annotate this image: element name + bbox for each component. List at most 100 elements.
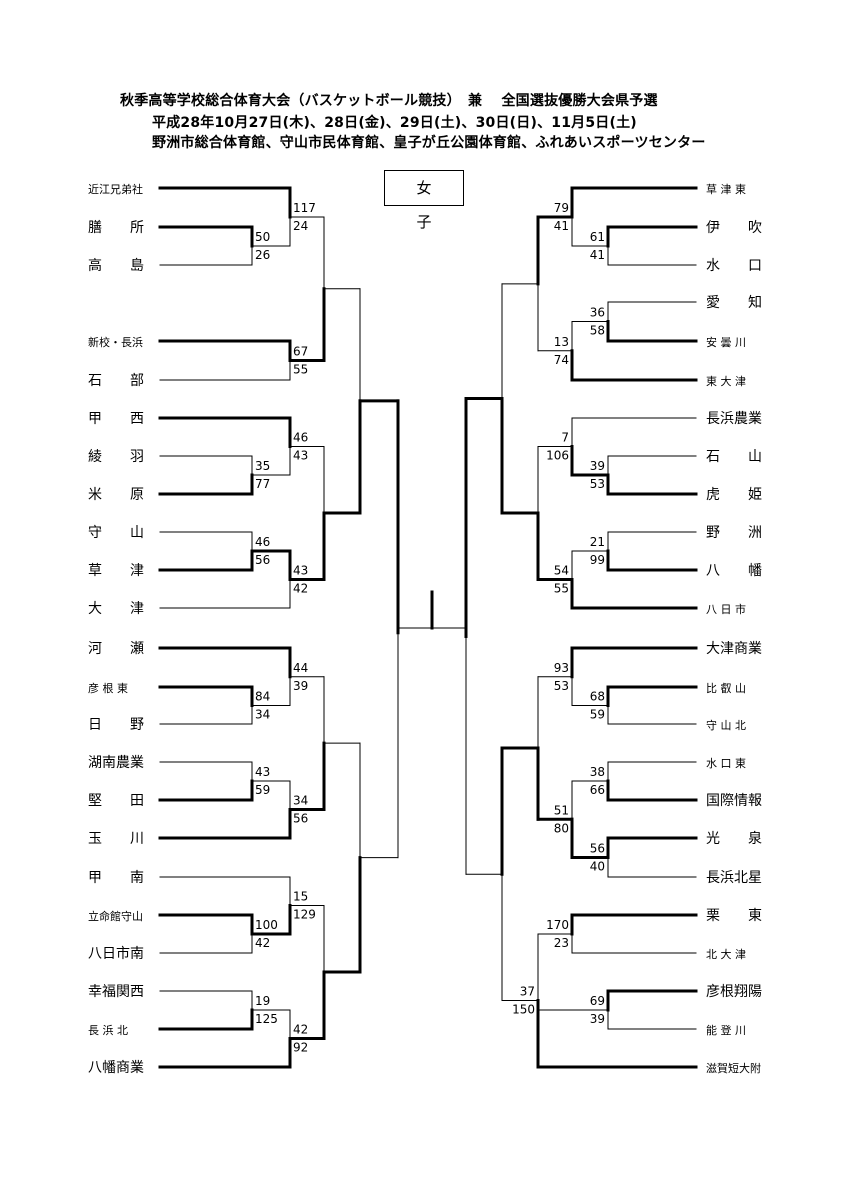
- score-top: 21: [590, 535, 605, 549]
- team-name: 玉 川: [88, 831, 144, 847]
- team-name: 大 津: [88, 601, 144, 617]
- team-name: 立命館守山: [88, 909, 143, 923]
- team-name: 石 部: [88, 373, 144, 389]
- tournament-title: 秋季高等学校総合体育大会（バスケットボール競技） 兼 全国選抜優勝大会県予選: [120, 93, 658, 109]
- score-bottom: 40: [590, 860, 605, 874]
- score-bottom: 39: [293, 679, 308, 693]
- team-name: 八 日 市: [706, 602, 746, 616]
- score-top: 46: [255, 535, 270, 549]
- score-top: 67: [293, 345, 308, 359]
- team-name: 大津商業: [706, 641, 762, 657]
- team-name: 長 浜 北: [88, 1024, 128, 1037]
- score-top: 100: [255, 918, 278, 932]
- team-name: 甲 西: [88, 411, 144, 427]
- score-bottom: 92: [293, 1041, 308, 1055]
- score-top: 38: [590, 765, 605, 779]
- team-name: 石 山: [706, 449, 762, 465]
- team-name: 八幡商業: [88, 1060, 144, 1076]
- score-bottom: 39: [590, 1012, 605, 1026]
- team-name: 新校・長浜: [88, 335, 143, 349]
- team-name: 日 野: [88, 717, 144, 733]
- score-bottom: 66: [590, 783, 605, 797]
- score-bottom: 53: [590, 477, 605, 491]
- score-top: 56: [590, 842, 605, 856]
- tournament-venues: 野洲市総合体育館、守山市民体育館、皇子が丘公園体育館、ふれあいスポーツセンター: [152, 135, 706, 151]
- score-bottom: 125: [255, 1012, 278, 1026]
- score-bottom: 80: [554, 821, 569, 835]
- score-top: 46: [293, 431, 308, 445]
- score-top: 93: [554, 661, 569, 675]
- score-bottom: 26: [255, 248, 270, 262]
- team-name: 堅 田: [88, 793, 144, 809]
- score-top: 84: [255, 690, 270, 704]
- score-bottom: 42: [293, 582, 308, 596]
- score-bottom: 53: [554, 679, 569, 693]
- team-name: 愛 知: [706, 294, 762, 311]
- score-bottom: 77: [255, 477, 270, 491]
- team-name: 彦根翔陽: [706, 984, 762, 1000]
- score-top: 34: [293, 794, 308, 808]
- score-top: 43: [255, 765, 270, 779]
- score-bottom: 106: [546, 449, 569, 463]
- team-name: 滋賀短大附: [706, 1061, 761, 1075]
- team-name: 野 洲: [706, 525, 762, 541]
- team-name: 長浜北星: [706, 870, 762, 886]
- score-bottom: 42: [255, 936, 270, 950]
- score-bottom: 150: [512, 1003, 535, 1017]
- score-top: 54: [554, 564, 569, 578]
- team-name: 河 瀬: [88, 641, 144, 657]
- team-name: 北 大 津: [706, 947, 746, 961]
- team-name: 八日市南: [88, 945, 144, 962]
- score-top: 35: [255, 459, 270, 473]
- score-bottom: 59: [590, 708, 605, 722]
- team-name: 綾 羽: [88, 449, 144, 465]
- team-name: 比 叡 山: [706, 681, 746, 695]
- score-bottom: 56: [255, 553, 270, 567]
- team-name: 長浜農業: [706, 411, 762, 427]
- division-label: 女子: [384, 170, 464, 231]
- score-bottom: 59: [255, 783, 270, 797]
- team-name: 草 津 東: [706, 183, 746, 196]
- score-top: 44: [293, 661, 308, 675]
- team-name: 甲 南: [88, 870, 144, 886]
- score-bottom: 23: [554, 936, 569, 950]
- score-top: 61: [590, 230, 605, 244]
- team-name: 栗 東: [706, 908, 762, 924]
- score-bottom: 41: [590, 248, 605, 262]
- score-top: 117: [293, 201, 316, 215]
- score-bottom: 55: [554, 582, 569, 596]
- team-name: 水 口: [706, 258, 762, 274]
- team-name: 守 山: [88, 525, 144, 541]
- score-top: 43: [293, 564, 308, 578]
- score-top: 13: [554, 335, 569, 349]
- score-top: 42: [293, 1023, 308, 1037]
- score-top: 36: [590, 306, 605, 320]
- score-bottom: 24: [293, 219, 308, 233]
- score-bottom: 43: [293, 449, 308, 463]
- team-name: 彦 根 東: [88, 681, 128, 695]
- score-bottom: 99: [590, 553, 605, 567]
- team-name: 草 津: [88, 563, 144, 579]
- score-top: 69: [590, 994, 605, 1008]
- score-top: 51: [554, 803, 569, 817]
- team-name: 安 曇 川: [706, 335, 746, 349]
- score-bottom: 129: [293, 908, 316, 922]
- score-bottom: 34: [255, 708, 270, 722]
- team-name: 光 泉: [706, 830, 762, 847]
- score-top: 15: [293, 890, 308, 904]
- score-top: 68: [590, 690, 605, 704]
- team-name: 虎 姫: [706, 487, 762, 503]
- team-name: 東 大 津: [706, 374, 746, 388]
- score-bottom: 74: [554, 353, 569, 367]
- score-bottom: 56: [293, 812, 308, 826]
- score-top: 50: [255, 230, 270, 244]
- team-name: 水 口 東: [706, 757, 746, 770]
- team-name: 近江兄弟社: [88, 182, 143, 196]
- team-name: 幸福関西: [88, 984, 144, 1000]
- score-top: 7: [561, 431, 569, 445]
- score-bottom: 41: [554, 219, 569, 233]
- score-top: 79: [554, 201, 569, 215]
- team-name: 米 原: [88, 487, 144, 503]
- score-top: 170: [546, 918, 569, 932]
